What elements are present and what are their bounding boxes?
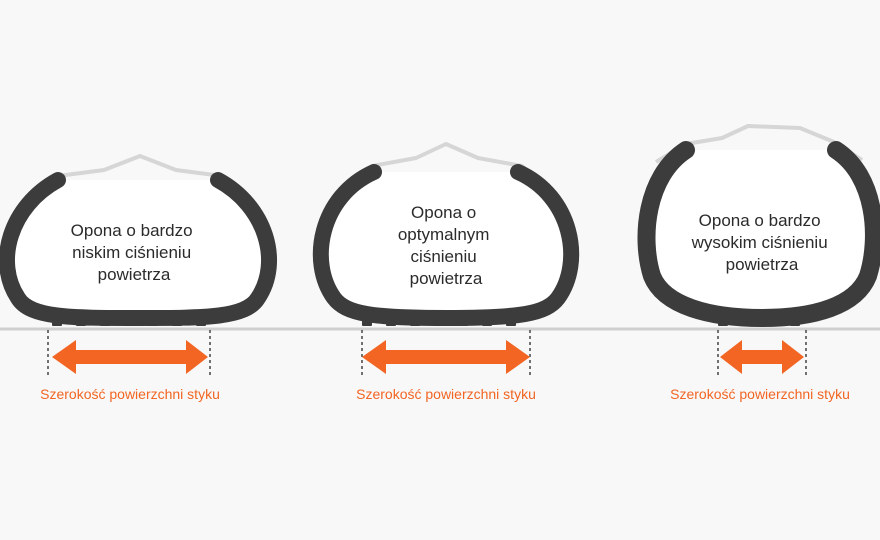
tire-label-low: Opona o bardzo niskim ciśnieniu powietrz… — [71, 221, 198, 284]
label-line: powietrza — [726, 255, 799, 274]
tire-body-optimal — [312, 164, 580, 327]
caption-low: Szerokość powierzchni styku — [40, 386, 220, 402]
label-line: ciśnieniu — [411, 247, 477, 266]
caption-optimal: Szerokość powierzchni styku — [356, 386, 536, 402]
label-line: niskim ciśnieniu — [72, 243, 191, 262]
tire-label-high: Opona o bardzo wysokim ciśnieniu powietr… — [691, 211, 833, 274]
label-line: powietrza — [98, 265, 171, 284]
tire-label-optimal: Opona o optymalnym ciśnieniu powietrza — [398, 203, 494, 288]
caption-high: Szerokość powierzchni styku — [670, 386, 850, 402]
tread-blocks-high — [718, 317, 800, 326]
tread-blocks-optimal — [362, 317, 516, 326]
label-line: Opona o bardzo — [71, 221, 193, 240]
tire-low-pressure: Opona o bardzo niskim ciśnieniu powietrz… — [0, 154, 278, 402]
label-line: Opona o bardzo — [699, 211, 821, 230]
label-line: optymalnym — [398, 225, 490, 244]
tire-body-high — [637, 141, 880, 328]
contact-width-arrow-high — [720, 340, 804, 374]
label-line: wysokim ciśnieniu — [691, 233, 828, 252]
tire-body-low — [0, 172, 278, 327]
label-line: powietrza — [410, 269, 483, 288]
contact-width-arrow-low — [52, 340, 208, 374]
tire-high-pressure: Opona o bardzo wysokim ciśnieniu powietr… — [637, 124, 880, 402]
contact-width-arrow-optimal — [362, 340, 530, 374]
tread-blocks-low — [52, 317, 206, 326]
tire-optimal-pressure: Opona o optymalnym ciśnieniu powietrza S… — [312, 142, 580, 402]
label-line: Opona o — [411, 203, 476, 222]
